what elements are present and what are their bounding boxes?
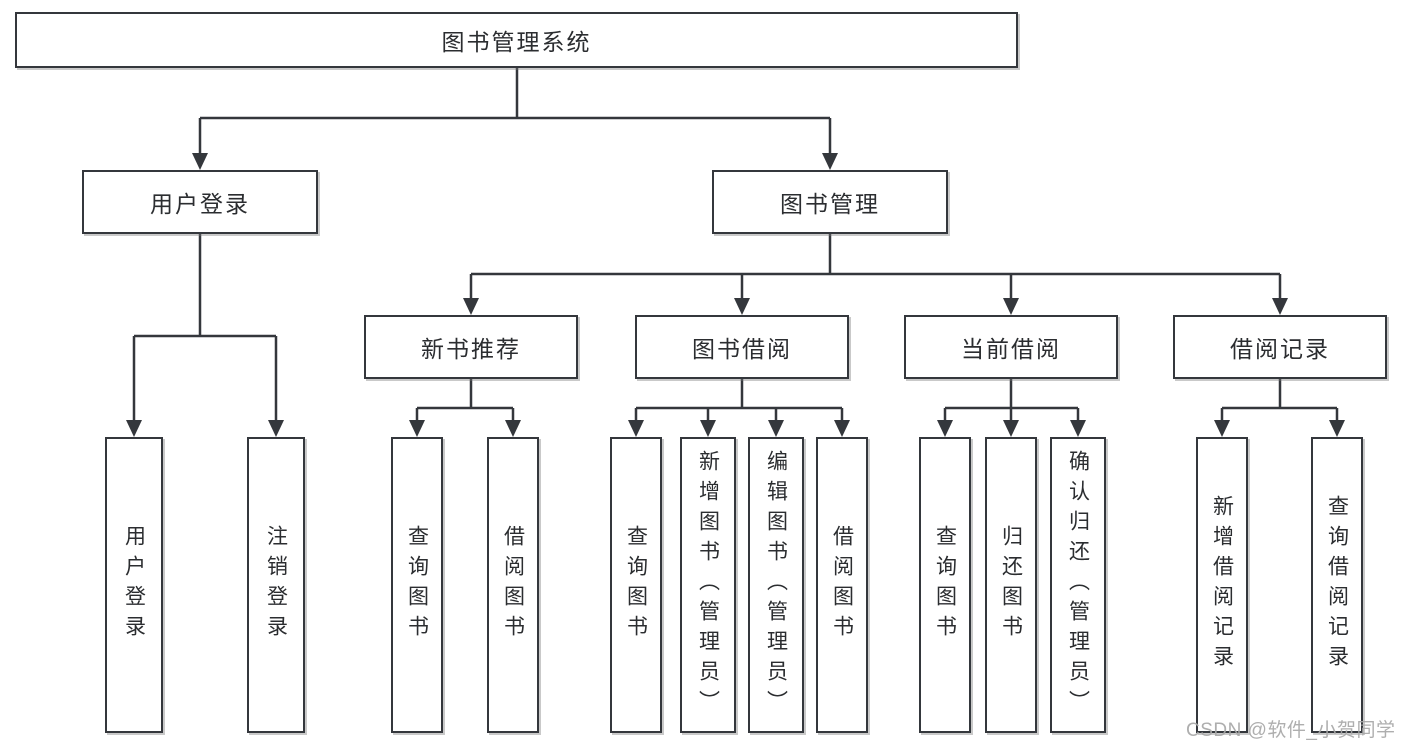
node-confirm-return-label: 确认归还（管理员）	[1066, 450, 1090, 720]
node-root-label: 图书管理系统	[441, 29, 592, 55]
csdn-watermark: CSDN @软件_小贺同学	[1186, 720, 1396, 741]
node-add-borrow-record: 新增借阅记录	[1196, 437, 1248, 733]
node-new-book-rec-label: 新书推荐	[421, 336, 521, 362]
node-add-borrow-record-label: 新增借阅记录	[1210, 495, 1234, 675]
node-return-book-label: 归还图书	[999, 525, 1023, 645]
node-book-borrow: 图书借阅	[635, 315, 849, 379]
node-book-mgmt: 图书管理	[712, 170, 948, 234]
node-current-borrow-label: 当前借阅	[961, 336, 1061, 362]
node-query-book-rec: 查询图书	[391, 437, 443, 733]
node-user-login-label: 用户登录	[122, 525, 146, 645]
node-add-book: 新增图书（管理员）	[680, 437, 736, 733]
arrowheads	[126, 153, 1345, 437]
node-borrow-record-label: 借阅记录	[1230, 336, 1330, 362]
node-login-group-label: 用户登录	[150, 191, 250, 217]
node-query-book-rec-label: 查询图书	[405, 525, 429, 645]
node-query-borrow-record: 查询借阅记录	[1311, 437, 1363, 733]
node-add-book-label: 新增图书（管理员）	[696, 450, 720, 720]
node-query-borrow-record-label: 查询借阅记录	[1325, 495, 1349, 675]
node-confirm-return: 确认归还（管理员）	[1050, 437, 1106, 733]
node-query-book-current: 查询图书	[919, 437, 971, 733]
node-login-group: 用户登录	[82, 170, 318, 234]
node-query-book-borrow: 查询图书	[610, 437, 662, 733]
node-return-book: 归还图书	[985, 437, 1037, 733]
node-new-book-rec: 新书推荐	[364, 315, 578, 379]
node-user-login: 用户登录	[105, 437, 163, 733]
node-borrow-book: 借阅图书	[816, 437, 868, 733]
node-book-borrow-label: 图书借阅	[692, 336, 792, 362]
node-edit-book-label: 编辑图书（管理员）	[764, 450, 788, 720]
node-book-mgmt-label: 图书管理	[780, 191, 880, 217]
node-root: 图书管理系统	[15, 12, 1018, 68]
node-edit-book: 编辑图书（管理员）	[748, 437, 804, 733]
node-query-book-borrow-label: 查询图书	[624, 525, 648, 645]
node-borrow-book-rec-label: 借阅图书	[501, 525, 525, 645]
node-logout: 注销登录	[247, 437, 305, 733]
node-current-borrow: 当前借阅	[904, 315, 1118, 379]
node-borrow-book-rec: 借阅图书	[487, 437, 539, 733]
node-borrow-record: 借阅记录	[1173, 315, 1387, 379]
node-logout-label: 注销登录	[264, 525, 288, 645]
connector-paths	[132, 68, 1339, 423]
node-borrow-book-label: 借阅图书	[830, 525, 854, 645]
node-query-book-current-label: 查询图书	[933, 525, 957, 645]
